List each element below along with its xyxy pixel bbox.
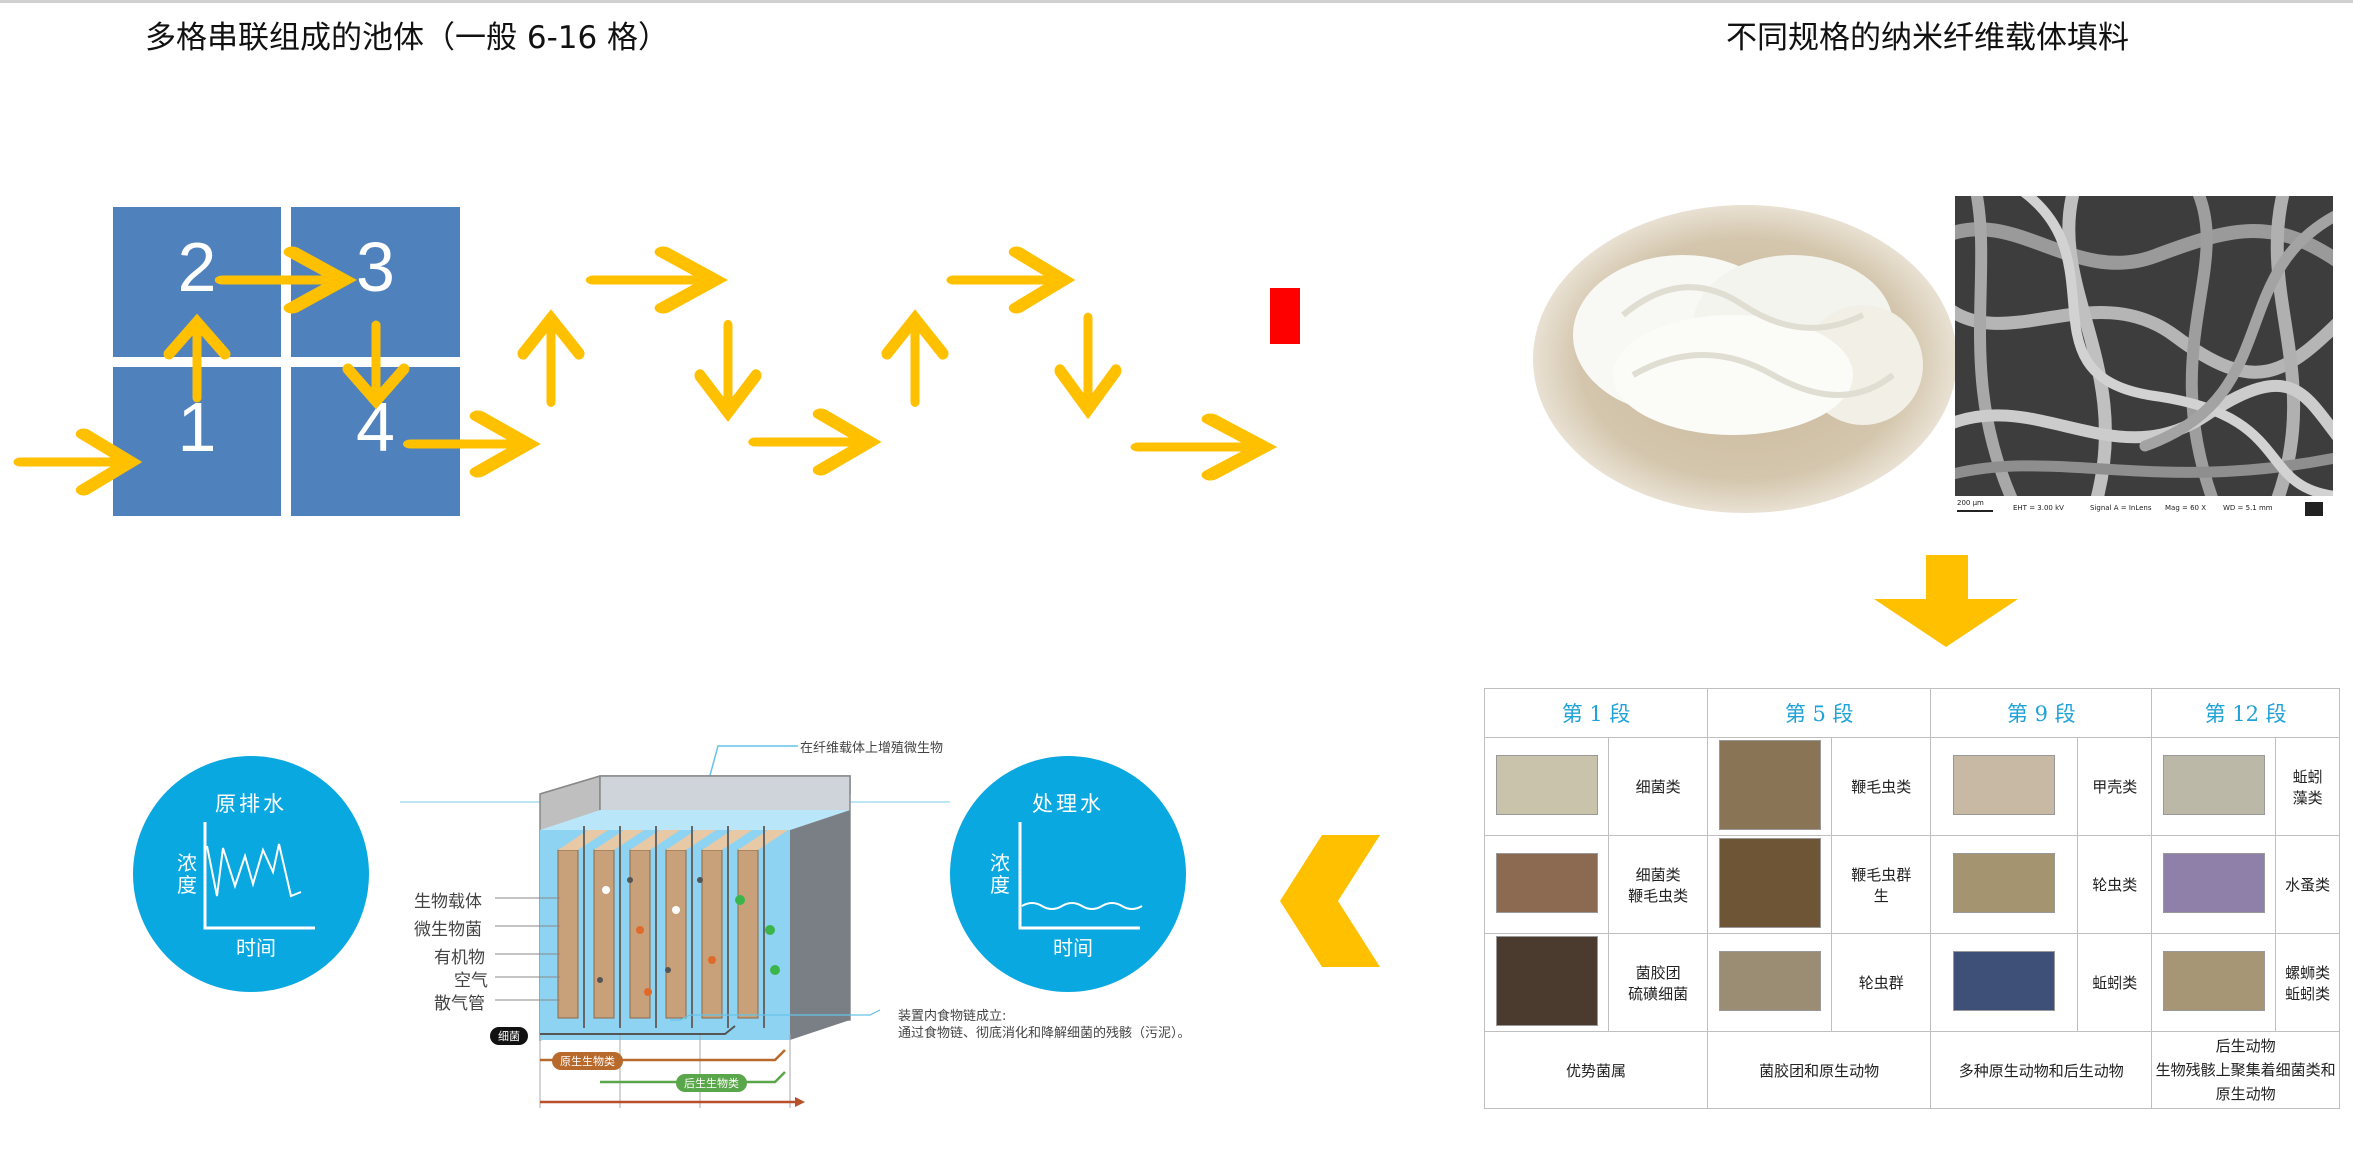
table-cell: 细菌类 bbox=[1608, 737, 1709, 836]
y-axis-label: 浓度 bbox=[990, 851, 1010, 897]
table-row: 细菌类 鞭毛虫类 甲壳类 蚯蚓 藻类 bbox=[1483, 737, 2340, 836]
cotton-shape bbox=[1573, 255, 1923, 435]
treated-water-circle: 处理水 浓度 时间 bbox=[950, 756, 1186, 992]
right-title: 不同规格的纳米纤维载体填料 bbox=[1726, 20, 2129, 56]
arrow-down-icon bbox=[700, 325, 756, 412]
chevron-left-icon bbox=[1280, 835, 1380, 967]
arrow-right-icon bbox=[222, 252, 344, 308]
micrograph-thumbnail bbox=[1953, 754, 2056, 815]
micrograph-thumbnail bbox=[1953, 852, 2056, 913]
table-cell: 轮虫群 bbox=[1831, 933, 1932, 1032]
label-organic: 有机物 bbox=[434, 948, 485, 968]
label-carrier: 生物载体 bbox=[414, 892, 482, 912]
sem-scale: 200 μm bbox=[1957, 499, 1984, 507]
plus-icon bbox=[1270, 288, 1300, 344]
table-header: 第 12 段 bbox=[2151, 688, 2340, 738]
arrow-right-icon bbox=[1138, 419, 1263, 475]
arrow-down-icon bbox=[348, 325, 404, 401]
table-footer-cell: 后生动物 生物残骸上聚集着细菌类和 原生动物 bbox=[2151, 1031, 2340, 1109]
top-note: 在纤维载体上增殖微生物 bbox=[800, 741, 944, 756]
table-header: 第 9 段 bbox=[1930, 688, 2153, 738]
sem-logo bbox=[2305, 502, 2323, 516]
micrograph-thumbnail bbox=[1718, 837, 1821, 928]
table-cell: 菌胶团 硫磺细菌 bbox=[1608, 933, 1709, 1032]
micrograph-thumbnail bbox=[1718, 950, 1821, 1011]
micrograph-thumbnail bbox=[2162, 950, 2265, 1011]
x-axis-label: 时间 bbox=[1053, 936, 1093, 960]
micrograph-thumbnail bbox=[1495, 754, 1598, 815]
top-border-line bbox=[0, 0, 2353, 3]
y-axis-label: 浓度 bbox=[177, 851, 197, 897]
arrow-up-icon bbox=[887, 318, 943, 402]
arrow-right-icon bbox=[20, 434, 130, 490]
micrograph-thumbnail bbox=[2162, 754, 2265, 815]
sem-fibers bbox=[1955, 196, 2333, 513]
arrow-right-icon bbox=[755, 414, 869, 470]
label-air: 空气 bbox=[454, 971, 488, 991]
sem-fiber-image: 200 μm EHT = 3.00 kV Signal A = InLens M… bbox=[1955, 196, 2333, 522]
micrograph-thumbnail bbox=[2162, 852, 2265, 913]
micrograph-thumbnail bbox=[1718, 739, 1821, 830]
table-cell: 甲壳类 bbox=[2077, 737, 2153, 836]
table-footer-row: 优势菌属 菌胶团和原生动物 多种原生动物和后生动物 后生动物 生物残骸上聚集着细… bbox=[1483, 1031, 2340, 1109]
arrow-right-icon bbox=[410, 416, 528, 472]
sem-wd: WD = 5.1 mm bbox=[2223, 504, 2273, 512]
table-row: 细菌类 鞭毛虫类 鞭毛虫群 生 轮虫类 水蚤类 bbox=[1483, 835, 2340, 934]
flow-arrows bbox=[0, 0, 1300, 560]
sem-signal: Signal A = InLens bbox=[2090, 504, 2152, 512]
table-cell: 轮虫类 bbox=[2077, 835, 2153, 934]
arrow-down-icon bbox=[1060, 318, 1116, 409]
tag-bacteria: 细菌 bbox=[490, 1027, 528, 1045]
sem-eht: EHT = 3.00 kV bbox=[2013, 504, 2064, 512]
micrograph-thumbnail bbox=[1495, 852, 1598, 913]
raw-water-title: 原排水 bbox=[215, 792, 287, 816]
table-cell: 螺蛳类 蚯蚓类 bbox=[2275, 933, 2340, 1032]
sem-scale-bar bbox=[1957, 510, 1993, 512]
treated-water-title: 处理水 bbox=[1032, 792, 1104, 816]
raw-water-circle: 原排水 浓度 时间 bbox=[133, 756, 369, 992]
arrow-up-icon bbox=[523, 318, 579, 402]
bottom-note-1: 装置内食物链成立: bbox=[898, 1009, 1007, 1024]
cell-number: 2 bbox=[177, 228, 217, 306]
micrograph-thumbnail bbox=[1953, 950, 2056, 1011]
stage-organism-table: 第 1 段 第 5 段 第 9 段 第 12 段 细菌类 鞭毛虫类 甲壳类 蚯蚓… bbox=[1483, 688, 2340, 1109]
sem-mag: Mag = 60 X bbox=[2165, 504, 2207, 512]
tag-metazoa: 后生生物类 bbox=[676, 1074, 747, 1092]
tag-protozoa: 原生生物类 bbox=[552, 1052, 623, 1070]
table-header: 第 5 段 bbox=[1707, 688, 1932, 738]
arrow-right-icon bbox=[593, 252, 715, 308]
raw-water-graph bbox=[203, 822, 315, 930]
treated-water-graph bbox=[1018, 822, 1143, 930]
table-row: 菌胶团 硫磺细菌 轮虫群 蚯蚓类 螺蛳类 蚯蚓类 bbox=[1483, 933, 2340, 1032]
arrow-right-icon bbox=[953, 252, 1063, 308]
table-header-row: 第 1 段 第 5 段 第 9 段 第 12 段 bbox=[1483, 688, 2340, 738]
micrograph-thumbnail bbox=[1495, 935, 1598, 1026]
bottom-note-2: 通过食物链、彻底消化和降解细菌的残骸（污泥）。 bbox=[898, 1026, 1191, 1041]
sem-info-bar: 200 μm EHT = 3.00 kV Signal A = InLens M… bbox=[1955, 496, 2333, 522]
arrow-up-icon bbox=[169, 322, 225, 398]
table-cell: 蚯蚓 藻类 bbox=[2275, 737, 2340, 836]
x-axis-label: 时间 bbox=[236, 936, 276, 960]
label-diffuser: 散气管 bbox=[434, 994, 485, 1014]
chevron-down-icon bbox=[1874, 555, 2018, 647]
table-footer-cell: 菌胶团和原生动物 bbox=[1707, 1031, 1932, 1109]
table-footer-cell: 多种原生动物和后生动物 bbox=[1930, 1031, 2153, 1109]
table-header: 第 1 段 bbox=[1483, 688, 1709, 738]
cell-number: 3 bbox=[356, 228, 395, 306]
table-cell: 鞭毛虫群 生 bbox=[1831, 835, 1932, 934]
reactor-illustration bbox=[400, 745, 950, 1108]
fiber-carrier-photo bbox=[1533, 205, 1957, 513]
table-cell: 水蚤类 bbox=[2275, 835, 2340, 934]
table-cell: 鞭毛虫类 bbox=[1831, 737, 1932, 836]
table-cell: 细菌类 鞭毛虫类 bbox=[1608, 835, 1709, 934]
table-cell: 蚯蚓类 bbox=[2077, 933, 2153, 1032]
left-title: 多格串联组成的池体（一般 6-16 格） bbox=[145, 20, 670, 56]
label-microbes: 微生物菌 bbox=[414, 920, 482, 940]
table-footer-cell: 优势菌属 bbox=[1483, 1031, 1709, 1109]
